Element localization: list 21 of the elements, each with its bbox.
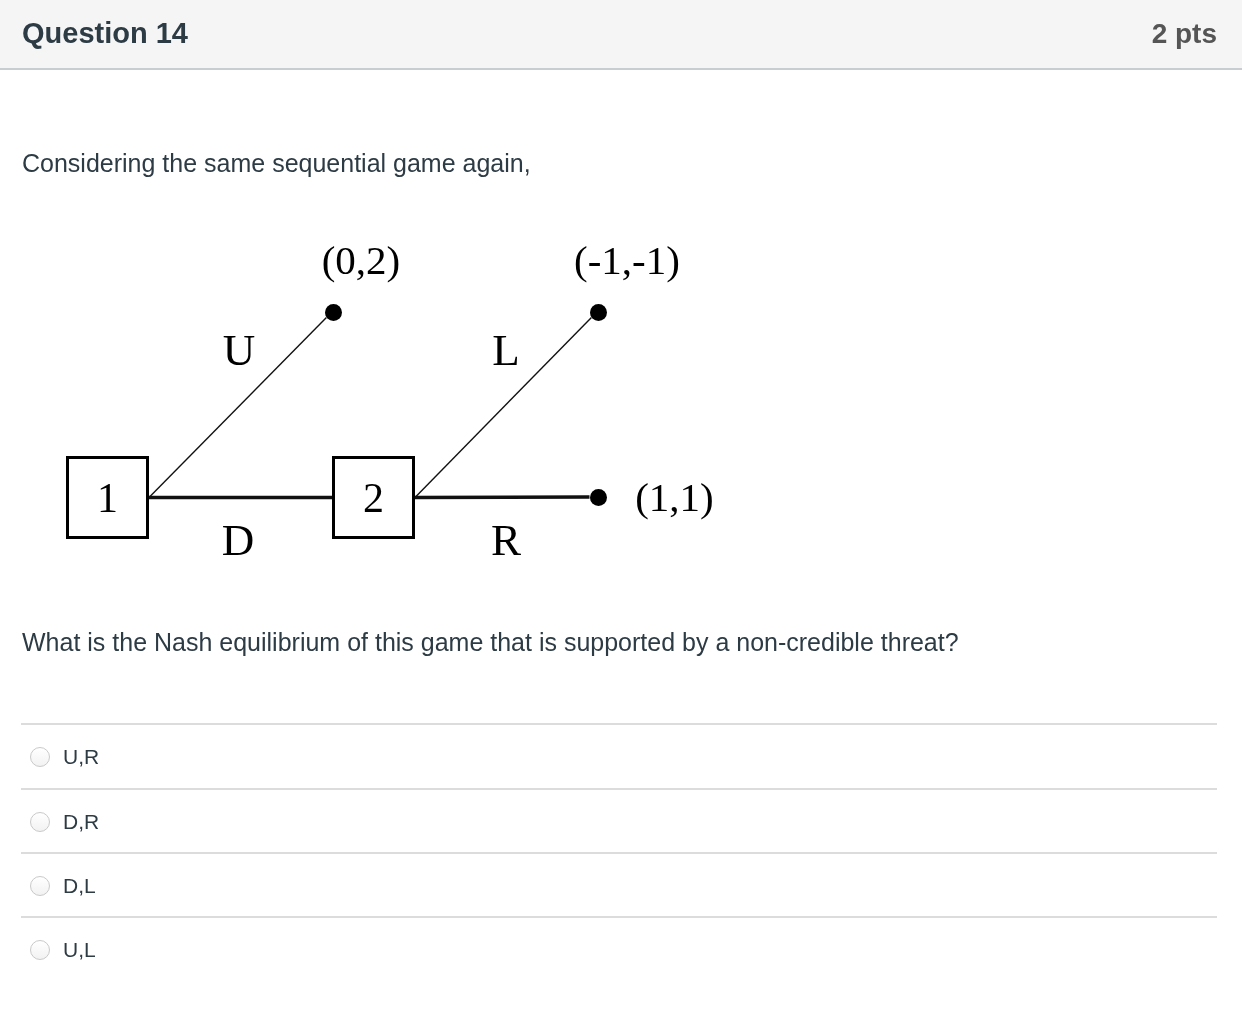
branch-line: [148, 316, 328, 499]
edge-label: U: [221, 324, 257, 376]
player-box: 2: [332, 456, 415, 539]
question-text: Considering the same sequential game again,: [22, 148, 531, 179]
edge-label: R: [490, 514, 522, 566]
option-text: U,L: [63, 937, 96, 963]
question-title: Question 14: [22, 16, 188, 51]
option-text: D,R: [63, 809, 100, 835]
payoff-label: (-1,-1): [573, 236, 681, 285]
branch-line: [415, 495, 590, 500]
question-text: What is the Nash equilibrium of this game that is supported by a non-credible threat?: [22, 627, 959, 658]
option-text: D,L: [63, 873, 96, 899]
payoff-label: (0,2): [320, 236, 402, 285]
branch-line: [149, 495, 332, 500]
points-label: 2 pts: [1151, 17, 1217, 51]
payoff-label: (1,1): [634, 473, 715, 522]
player-box: 1: [66, 456, 149, 539]
branch-line: [414, 316, 593, 499]
option-text: U,R: [63, 744, 100, 770]
edge-label: D: [220, 514, 256, 566]
edge-label: L: [491, 324, 521, 376]
